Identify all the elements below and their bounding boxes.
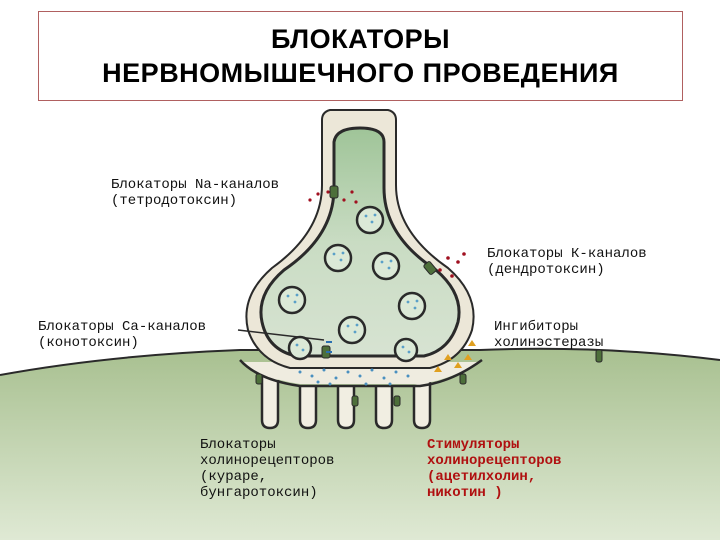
label-k-blockers: Блокаторы К-каналов (дендротоксин) [487, 246, 647, 278]
receptor-3 [393, 395, 401, 407]
vesicle [397, 291, 427, 321]
k-channel [423, 261, 437, 275]
vesicle-contents [286, 213, 419, 354]
synaptic-vesicles [277, 205, 427, 363]
postsynaptic-membrane [239, 358, 483, 388]
label-ca-blockers: Блокаторы Са-каналов (конотоксин) [38, 319, 207, 351]
title-line-1: БЛОКАТОРЫ [270, 24, 451, 54]
transmitter-molecules [298, 368, 410, 386]
vesicle [287, 335, 313, 361]
muscle-fiber [0, 348, 720, 540]
label-na-blockers: Блокаторы Na-каналов (тетродотоксин) [111, 177, 280, 209]
receptor-1 [255, 373, 263, 385]
title-line-2: НЕРВНОМЫШЕЧНОГО ПРОВЕДЕНИЯ [102, 58, 619, 88]
ca-leader-line [237, 329, 325, 341]
vesicle [323, 243, 353, 273]
receptor-2 [351, 395, 359, 407]
vesicle [337, 315, 367, 345]
na-channel [329, 185, 339, 199]
junctional-folds [260, 368, 432, 430]
title-box: БЛОКАТОРЫ НЕРВНОМЫШЕЧНОГО ПРОВЕДЕНИЯ [38, 11, 683, 101]
k-toxin-particles [438, 252, 466, 278]
vesicle [277, 285, 307, 315]
label-cholinesterase-inhibitors: Ингибиторы холинэстеразы [494, 319, 604, 351]
cholinesterase-marks [434, 340, 476, 372]
vesicle [393, 337, 419, 363]
receptor-4 [459, 373, 467, 385]
receptor-5 [595, 349, 603, 363]
vesicle [355, 205, 385, 235]
vesicle [371, 251, 401, 281]
ion-channels [255, 185, 603, 407]
label-receptor-stimulators: Стимуляторы холинорецепторов (ацетилхоли… [427, 437, 562, 501]
label-receptor-blockers: Блокаторы холинорецепторов (кураре, бунг… [200, 437, 335, 501]
na-toxin-particles [308, 190, 358, 204]
